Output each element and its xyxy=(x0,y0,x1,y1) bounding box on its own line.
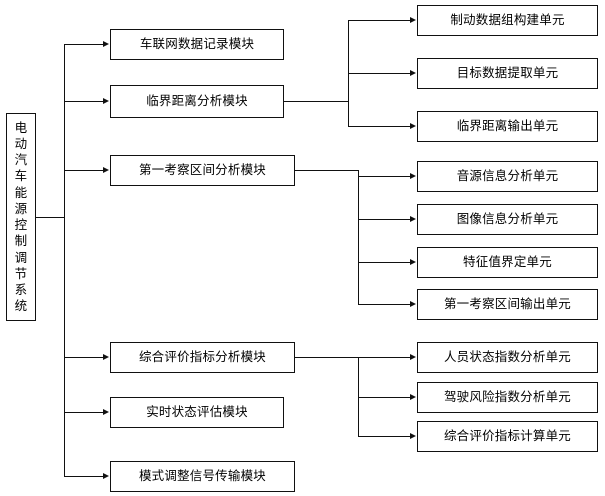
arrow-b-to-l2-3 xyxy=(410,172,416,179)
arrow-root-to-l1-1 xyxy=(103,97,109,104)
edge-b-to-l2-3 xyxy=(358,176,410,177)
arrow-c-to-l2-7 xyxy=(410,353,416,360)
arrow-a-to-l2-1 xyxy=(410,69,416,76)
arrow-b-to-l2-6 xyxy=(410,300,416,307)
node-l2-4: 图像信息分析单元 xyxy=(417,204,598,235)
edge-root-to-l1-3 xyxy=(64,357,103,358)
edge-l1-3-out xyxy=(295,357,358,358)
arrow-a-to-l2-2 xyxy=(410,122,416,129)
edge-root-spine xyxy=(64,44,65,476)
arrow-root-to-l1-5 xyxy=(103,472,109,479)
arrow-root-to-l1-4 xyxy=(103,408,109,415)
node-l2-0: 制动数据组构建单元 xyxy=(417,5,598,36)
arrow-b-to-l2-4 xyxy=(410,215,416,222)
edge-b-to-l2-4 xyxy=(358,219,410,220)
node-l2-2: 临界距离输出单元 xyxy=(417,111,598,142)
edge-group-c-spine xyxy=(358,357,359,436)
edge-b-to-l2-5 xyxy=(358,262,410,263)
arrow-root-to-l1-0 xyxy=(103,40,109,47)
edge-root-to-l1-4 xyxy=(64,412,103,413)
edge-b-to-l2-6 xyxy=(358,304,410,305)
edge-c-to-l2-7 xyxy=(358,357,410,358)
node-l2-3: 音源信息分析单元 xyxy=(417,161,598,192)
node-root: 电 动 汽 车 能 源 控 制 调 节 系 统 xyxy=(6,113,36,321)
node-l1-3: 综合评价指标分析模块 xyxy=(110,342,295,373)
node-l2-9: 综合评价指标计算单元 xyxy=(417,421,598,452)
node-l1-4: 实时状态评估模块 xyxy=(110,397,284,428)
edge-root-to-l1-5 xyxy=(64,476,103,477)
edge-a-to-l2-0 xyxy=(348,20,410,21)
node-l1-2: 第一考察区间分析模块 xyxy=(110,155,295,186)
node-l1-5: 模式调整信号传输模块 xyxy=(110,461,295,492)
node-l1-1: 临界距离分析模块 xyxy=(110,85,284,118)
node-l2-6: 第一考察区间输出单元 xyxy=(417,289,598,320)
edge-l1-1-out xyxy=(284,101,348,102)
node-l2-7: 人员状态指数分析单元 xyxy=(417,342,598,373)
edge-root-to-l1-0 xyxy=(64,44,103,45)
arrow-root-to-l1-3 xyxy=(103,353,109,360)
edge-l1-2-out xyxy=(295,170,358,171)
edge-a-to-l2-1 xyxy=(348,73,410,74)
node-l2-8: 驾驶风险指数分析单元 xyxy=(417,382,598,413)
arrow-b-to-l2-5 xyxy=(410,258,416,265)
edge-group-b-spine xyxy=(358,170,359,304)
node-l1-0: 车联网数据记录模块 xyxy=(110,29,284,60)
arrow-c-to-l2-8 xyxy=(410,393,416,400)
edge-a-to-l2-2 xyxy=(348,126,410,127)
node-l2-5: 特征值界定单元 xyxy=(417,247,598,278)
edge-root-out xyxy=(36,217,64,218)
edge-root-to-l1-1 xyxy=(64,101,103,102)
arrow-root-to-l1-2 xyxy=(103,166,109,173)
edge-root-to-l1-2 xyxy=(64,170,103,171)
arrow-a-to-l2-0 xyxy=(410,16,416,23)
edge-c-to-l2-8 xyxy=(358,397,410,398)
node-l2-1: 目标数据提取单元 xyxy=(417,58,598,89)
arrow-c-to-l2-9 xyxy=(410,432,416,439)
edge-c-to-l2-9 xyxy=(358,436,410,437)
